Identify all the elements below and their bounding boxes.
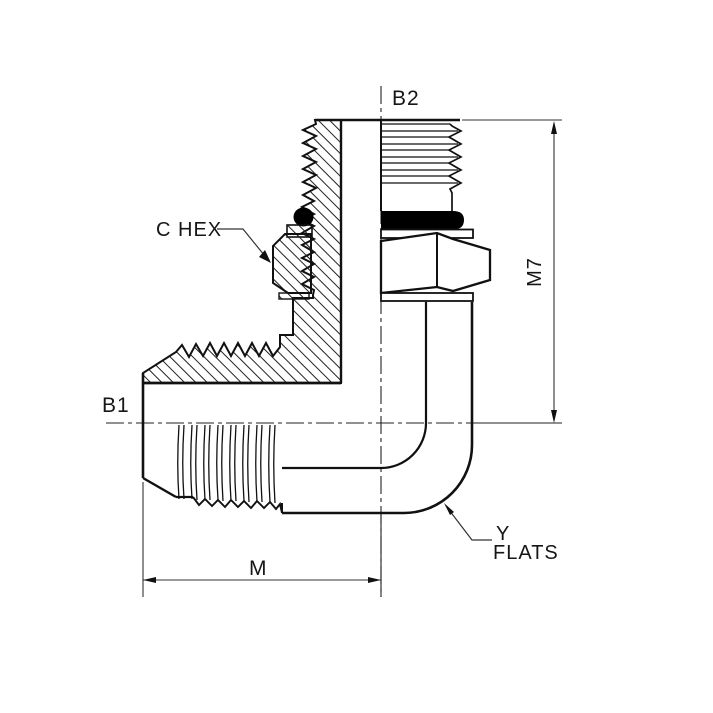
elbow-inner-bend bbox=[380, 422, 428, 470]
elbow-outer-bend bbox=[403, 444, 474, 515]
label-b2: B2 bbox=[392, 87, 420, 110]
arrowhead-up-icon bbox=[551, 121, 557, 134]
o-ring-right bbox=[381, 211, 464, 230]
labels: B2 B1 C HEX M7 M Y FLATS bbox=[102, 87, 559, 580]
side-thread-crest-profile bbox=[192, 496, 283, 514]
side-port bbox=[141, 373, 283, 514]
y-flats-leader-line bbox=[445, 505, 492, 541]
leader-c-hex bbox=[217, 228, 271, 263]
side-thread-ribs bbox=[177, 424, 276, 504]
label-flats: FLATS bbox=[493, 542, 559, 564]
elbow-body bbox=[281, 302, 474, 515]
label-m7: M7 bbox=[524, 257, 546, 287]
leader-y-flats bbox=[444, 503, 492, 541]
top-port-thread-profile bbox=[447, 123, 463, 211]
c-hex-leader-line bbox=[217, 228, 270, 262]
arrowhead-left-icon bbox=[143, 577, 156, 583]
label-b1: B1 bbox=[102, 394, 130, 417]
hex-nut-section-left bbox=[272, 233, 312, 294]
label-m: M bbox=[249, 557, 268, 580]
arrowhead-right-icon bbox=[368, 577, 381, 583]
top-port-thread-lines bbox=[382, 123, 458, 184]
label-c-hex: C HEX bbox=[156, 219, 222, 241]
arrowhead-down-icon bbox=[551, 410, 557, 423]
label-y: Y bbox=[496, 523, 510, 545]
dimension-m bbox=[142, 482, 381, 597]
hex-nut bbox=[272, 231, 492, 295]
top-port bbox=[380, 120, 463, 211]
washer-lower-section-left bbox=[278, 292, 310, 300]
nose-chamfer bbox=[142, 476, 177, 499]
o-ring-section-left bbox=[293, 207, 314, 227]
o-ring bbox=[293, 207, 464, 230]
arrowhead-diag2-icon bbox=[444, 503, 454, 515]
hex-nut-right bbox=[379, 231, 492, 295]
washer-lower-right bbox=[380, 292, 474, 302]
arrowhead-diag-icon bbox=[259, 250, 271, 263]
washer-lower bbox=[278, 292, 474, 302]
dimension-m7 bbox=[462, 119, 562, 423]
